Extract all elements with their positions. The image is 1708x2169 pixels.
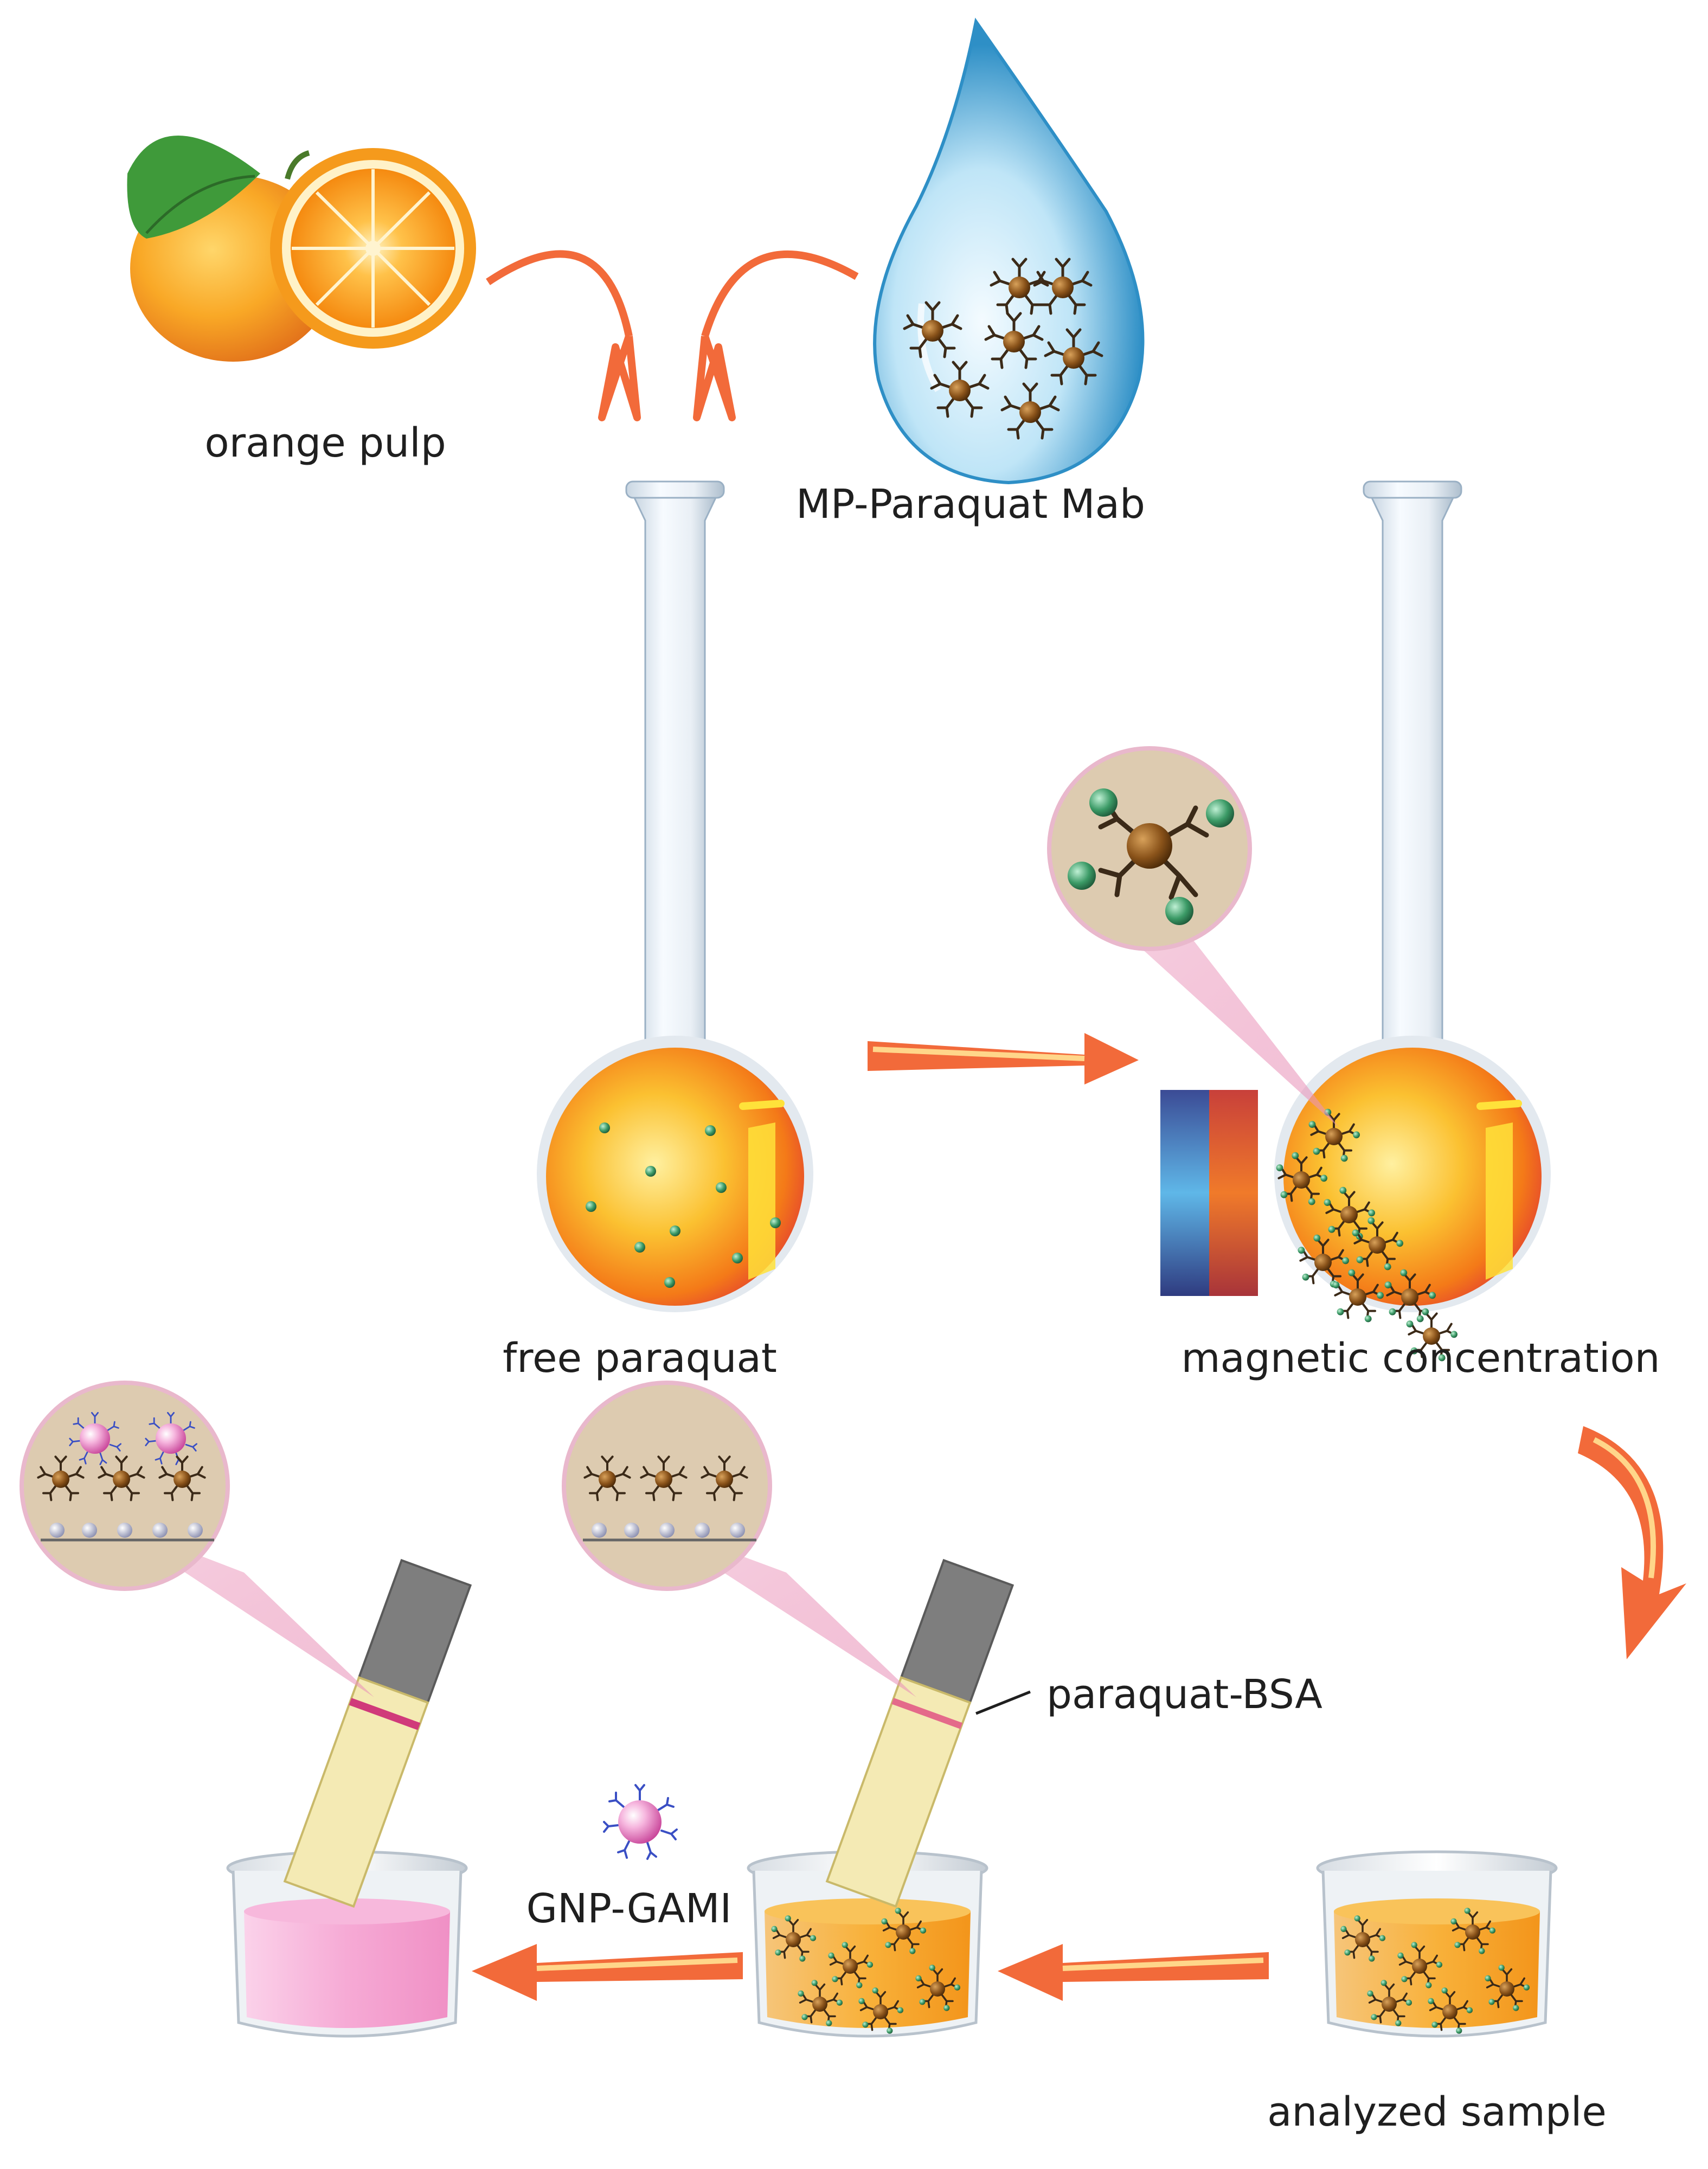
water-drop-icon — [873, 17, 1145, 485]
curved-arrow-icon — [486, 250, 859, 421]
analyzed-sample-label: analyzed sample — [1267, 2089, 1607, 2135]
volumetric-flask-icon — [537, 480, 813, 1312]
mp-paraquat-mab-label: MP-Paraquat Mab — [796, 481, 1145, 528]
gold-nanoparticle-icon — [603, 1784, 678, 1860]
straight-arrow-icon — [472, 1944, 743, 2001]
magnetic-concentration-label: magnetic concentration — [1181, 1335, 1660, 1382]
straight-arrow-icon — [868, 1033, 1139, 1084]
orange-fruit-icon — [127, 136, 476, 362]
test-strip-icon — [825, 1558, 1014, 1908]
straight-arrow-icon — [998, 1944, 1269, 2001]
volumetric-flask-icon — [1274, 480, 1551, 1361]
beaker-icon — [1316, 1850, 1558, 2038]
test-strip-icon — [283, 1558, 472, 1908]
beaker-icon — [747, 1850, 988, 2038]
curved-arrow-icon — [1578, 1426, 1686, 1659]
magnet-icon — [1160, 1090, 1258, 1296]
gnp-gami-label: GNP-GAMI — [526, 1885, 732, 1932]
free-paraquat-label: free paraquat — [503, 1335, 777, 1382]
orange-pulp-label: orange pulp — [204, 420, 446, 466]
magnifier-callout-icon — [20, 1381, 374, 1697]
paraquat-bsa-label: paraquat-BSA — [1046, 1671, 1322, 1718]
paraquat-bsa-pointer — [975, 1690, 1031, 1715]
magnifier-callout-icon — [1047, 746, 1339, 1128]
magnifier-callout-icon — [562, 1381, 916, 1697]
